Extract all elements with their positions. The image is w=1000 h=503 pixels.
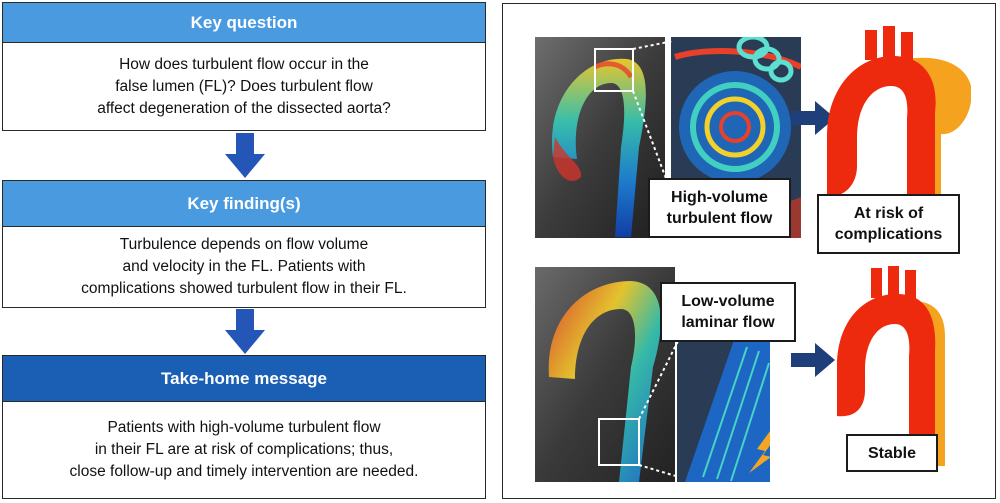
laminar-flow-image [535,267,770,482]
flow-label-line: laminar flow [681,314,775,331]
key-findings-line: complications showed turbulent flow in t… [81,280,407,297]
take-home-body: Patients with high-volume turbulent flow… [2,401,486,499]
take-home-line: in their FL are at risk of complications… [94,441,394,458]
key-question-header: Key question [2,2,486,42]
take-home-line: close follow-up and timely intervention … [69,463,419,480]
normal-aorta-icon [837,266,945,466]
key-question-body: How does turbulent flow occur in the fal… [2,42,486,131]
key-question-line: How does turbulent flow occur in the [119,55,369,73]
flow-label-line: turbulent flow [666,210,773,227]
down-arrow-icon [225,133,265,178]
outcome-label: At risk of complications [817,194,960,254]
key-question-title: Key question [190,13,298,32]
flow-label: Low-volume laminar flow [660,282,796,342]
figure-panel: High-volume turbulent flow At risk of co… [502,3,996,499]
flow-label-line: High-volume [671,189,768,206]
key-findings-body: Turbulence depends on flow volume and ve… [2,226,486,308]
right-arrow-icon [791,343,835,377]
outcome-label-line: Stable [867,444,916,462]
take-home-title: Take-home message [161,369,327,388]
right-arrow-icon [791,101,835,135]
outcome-label: Stable [846,434,938,472]
flow-label: High-volume turbulent flow [648,178,791,238]
outcome-label-line: At risk of [853,205,924,222]
summary-panel: Key question How does turbulent flow occ… [0,0,492,503]
key-question-line: affect degeneration of the dissected aor… [97,99,391,117]
key-findings-line: Turbulence depends on flow volume [119,236,369,253]
key-question-line: false lumen (FL)? Does turbulent flow [115,77,373,95]
take-home-header: Take-home message [2,355,486,401]
key-findings-header: Key finding(s) [2,180,486,226]
key-findings-title: Key finding(s) [187,194,301,213]
outcome-label-line: complications [834,226,943,243]
flow-label-line: Low-volume [681,293,775,310]
key-findings-line: and velocity in the FL. Patients with [122,258,366,275]
down-arrow-icon [225,309,265,354]
take-home-line: Patients with high-volume turbulent flow [107,419,381,436]
dilated-aorta-icon [827,26,971,226]
